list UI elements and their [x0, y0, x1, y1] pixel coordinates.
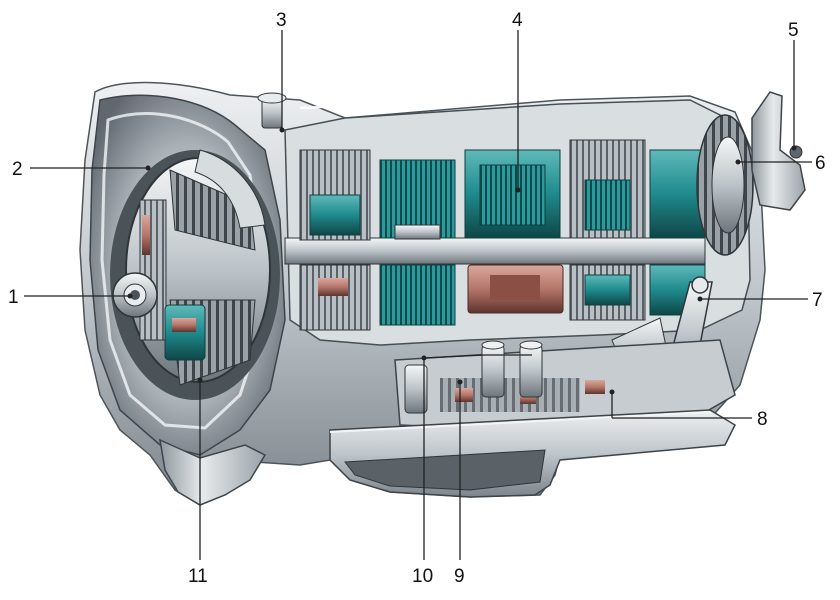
leader-4-dot — [515, 187, 521, 193]
clutch-pack-a-teal — [309, 194, 361, 236]
leader-lines — [24, 30, 812, 560]
callout-9: 9 — [454, 566, 465, 587]
leader-5-dot — [791, 145, 797, 151]
solenoid-valves — [404, 340, 543, 414]
callout-11: 11 — [188, 566, 208, 587]
solenoid-2 — [481, 344, 505, 398]
oil-pump-copper — [172, 318, 196, 332]
callout-labels: 1 2 3 4 5 6 7 8 9 10 11 — [8, 10, 826, 587]
leader-3-dot — [279, 127, 285, 133]
leader-6-dot — [735, 159, 741, 165]
main-shaft — [284, 237, 706, 265]
turbine-blades — [169, 169, 256, 251]
callout-8: 8 — [757, 409, 768, 430]
park-lock-wheel-face — [711, 136, 745, 234]
callout-7: 7 — [812, 290, 823, 311]
callout-2: 2 — [12, 159, 23, 180]
input-hub-bore — [130, 290, 140, 300]
callout-10: 10 — [412, 566, 433, 587]
clutch-pack-b — [299, 264, 371, 331]
planetary-set-1-lower — [379, 264, 456, 326]
solenoid-1 — [404, 364, 428, 414]
lockup-copper — [142, 215, 150, 255]
clutch-pack-c-teal — [584, 179, 631, 231]
planetary-set-2-teeth — [479, 164, 546, 226]
leader-10-branch-a — [423, 354, 486, 359]
planet-carrier-1 — [394, 224, 441, 240]
valve-body-copper-c — [585, 380, 605, 394]
leader-9-dot — [457, 379, 463, 385]
leader-2-dot — [145, 165, 151, 171]
oil-pump — [164, 304, 206, 361]
transmission-body — [79, 81, 806, 506]
leader-11-dot — [197, 377, 203, 383]
ring-gear-copper-detail — [490, 275, 540, 300]
solenoid-3 — [519, 344, 543, 398]
leader-7-dot — [697, 296, 703, 302]
callout-4: 4 — [512, 10, 523, 31]
callout-3: 3 — [276, 10, 287, 31]
callout-6: 6 — [815, 153, 826, 174]
selector-pivot — [691, 276, 709, 294]
output-planetary — [649, 149, 706, 239]
clutch-pack-b-copper — [318, 278, 348, 296]
solenoid-2-cap — [481, 340, 505, 350]
bell-housing-rim — [100, 112, 264, 430]
valve-body-copper-a — [455, 388, 473, 402]
clutch-pack-d-teal — [584, 274, 631, 306]
stator-segment — [194, 149, 266, 229]
rear-mount — [751, 91, 806, 211]
callout-5: 5 — [788, 20, 799, 41]
oil-pan-lower — [344, 449, 546, 491]
solenoid-3-cap — [519, 340, 543, 350]
bell-skirt — [159, 438, 267, 506]
callout-1: 1 — [8, 287, 19, 308]
casing-highlight — [299, 90, 691, 110]
oil-pan-lip — [329, 411, 711, 433]
breather-cap — [257, 92, 287, 104]
leader-1-dot — [127, 293, 133, 299]
